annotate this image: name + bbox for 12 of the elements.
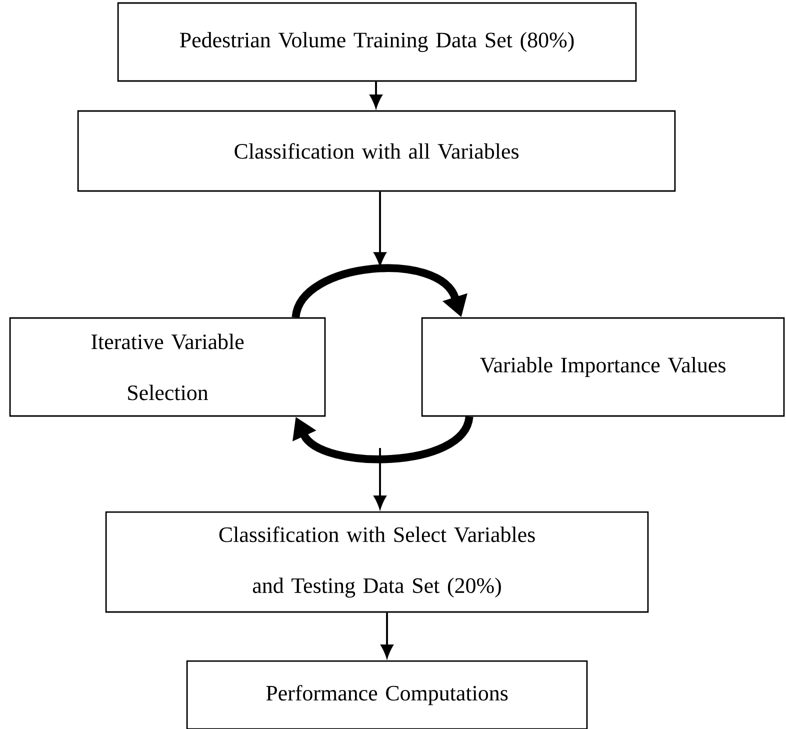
arrow bbox=[380, 612, 394, 658]
arrow bbox=[292, 416, 474, 464]
arrow bbox=[374, 192, 386, 266]
process-box: Performance Computations bbox=[186, 660, 588, 729]
process-box: Iterative Variable Selection bbox=[9, 317, 326, 417]
process-box: Classification with Select Variables and Testing Data Set (20%) bbox=[105, 511, 649, 613]
arrow bbox=[374, 448, 386, 509]
process-box: Classification with all Variables bbox=[77, 110, 676, 192]
process-box: Variable Importance Values bbox=[421, 317, 785, 417]
arrow bbox=[370, 82, 382, 108]
arrow bbox=[292, 264, 468, 318]
process-box: Pedestrian Volume Training Data Set (80%) bbox=[117, 2, 637, 82]
